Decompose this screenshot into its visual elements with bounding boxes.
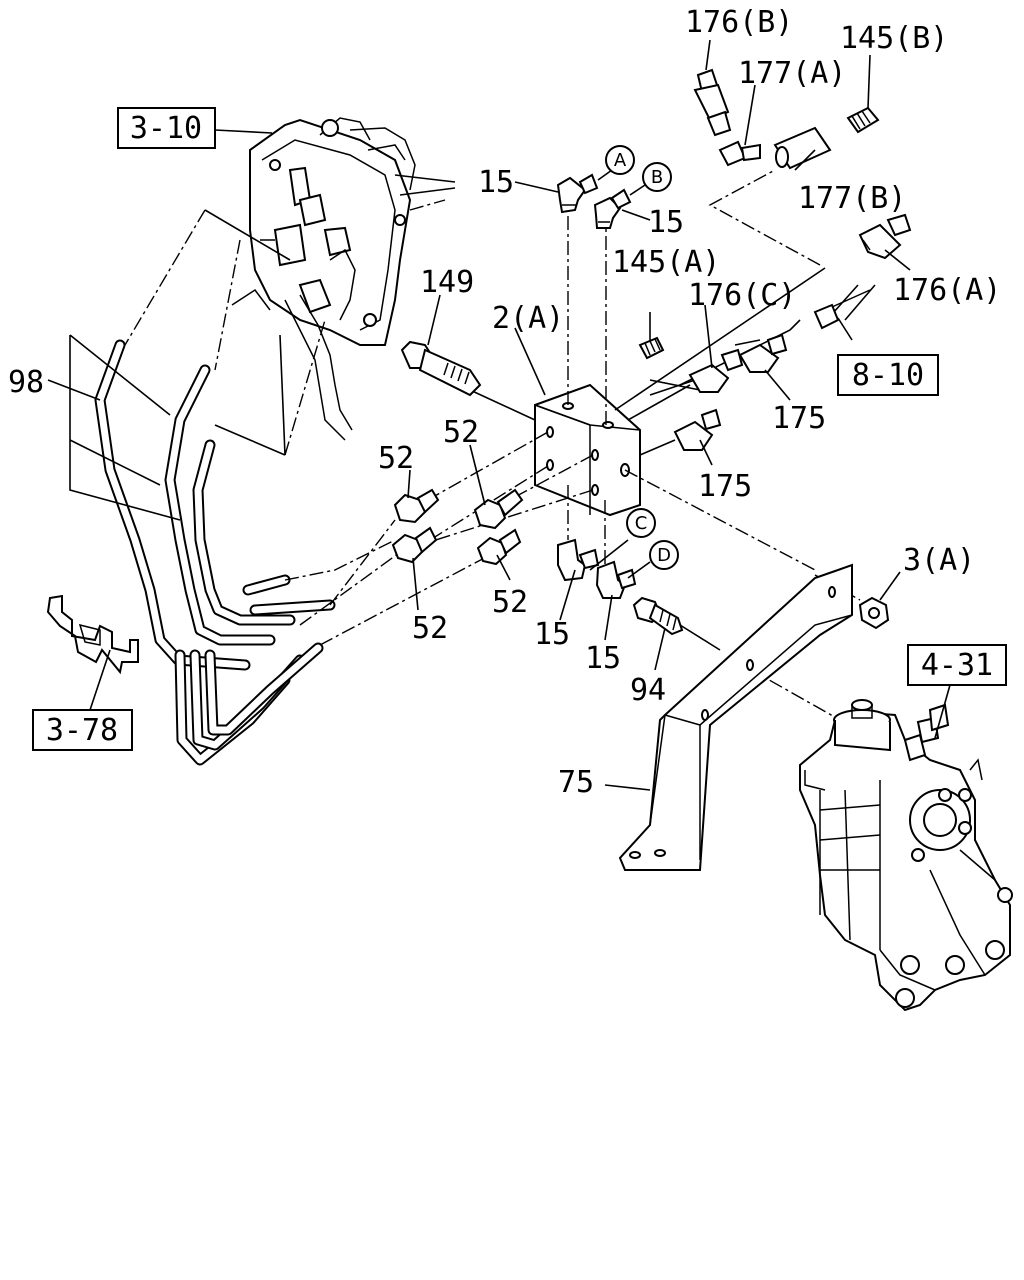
label-175-upper: 175 [772,401,826,436]
label-176b: 176(B) [685,5,793,40]
pressure-switch-176a [858,213,912,260]
circle-c: C [635,513,648,534]
fitting-52-lower-right [476,528,522,566]
elbow-15-d [595,560,637,599]
fitting-52-upper-right [473,488,524,530]
reference-boxes: 3-10 8-10 3-78 4-31 [32,107,1007,751]
pressure-switch-175-lower [673,408,722,451]
label-15-d: 15 [585,641,621,676]
fitting-52-upper-left [393,488,440,524]
label-177b: 177(B) [798,181,906,216]
label-176a: 176(A) [893,273,1001,308]
adapter-177b [773,126,832,170]
label-145a: 145(A) [612,245,720,280]
label-15-c: 15 [534,617,570,652]
circle-a: A [614,150,627,171]
label-52-lower-right: 52 [492,585,528,620]
adapter-177a [718,140,761,167]
label-15-a: 15 [478,165,514,200]
hydraulic-tube-bundle [94,209,336,766]
label-15-b: 15 [648,205,684,240]
label-75: 75 [558,765,594,800]
elbow-15-a [556,173,599,214]
pressure-switch-176c [688,348,744,393]
label-3a: 3(A) [903,543,975,578]
bolt-94 [632,596,684,636]
label-177a: 177(A) [738,56,846,91]
label-98-bracket [47,334,181,521]
pressure-switch-176b [693,68,732,137]
label-52-upper-left: 52 [378,441,414,476]
mounting-bracket-75 [618,563,853,871]
label-98: 98 [8,365,44,400]
elbow-15-c [557,538,600,582]
label-94: 94 [630,673,666,708]
circled-markers: A B C D [605,145,679,570]
label-175-lower: 175 [698,469,752,504]
label-52-upper-right: 52 [443,415,479,450]
label-176c: 176(C) [688,278,796,313]
circle-d: D [657,545,671,566]
label-149: 149 [420,265,474,300]
plug-145b [846,106,880,134]
distribution-block [534,383,641,517]
nut-3a [858,596,890,630]
pedal-bracket-assembly [249,117,456,441]
elbow-15-b [593,188,632,229]
power-steering-gear [799,699,1013,1012]
label-2a: 2(A) [492,301,564,336]
ref-8-10: 8-10 [852,358,924,393]
connector-8-10 [813,289,871,330]
bolt-149 [400,340,482,397]
ref-4-31: 4-31 [921,648,993,683]
leader-lines [214,39,951,791]
fitting-52-lower-left [391,526,438,564]
label-145b: 145(B) [840,21,948,56]
label-52-lower-left: 52 [412,611,448,646]
circle-b: B [651,167,663,188]
ref-3-78: 3-78 [46,713,118,748]
ref-3-10: 3-10 [130,111,202,146]
plug-145a [638,336,665,360]
tube-clip [46,594,139,711]
pressure-switch-175-upper [738,333,788,373]
callout-labels: 176(B) 145(B) 177(A) 177(B) 176(A) 15 15… [8,5,1001,800]
